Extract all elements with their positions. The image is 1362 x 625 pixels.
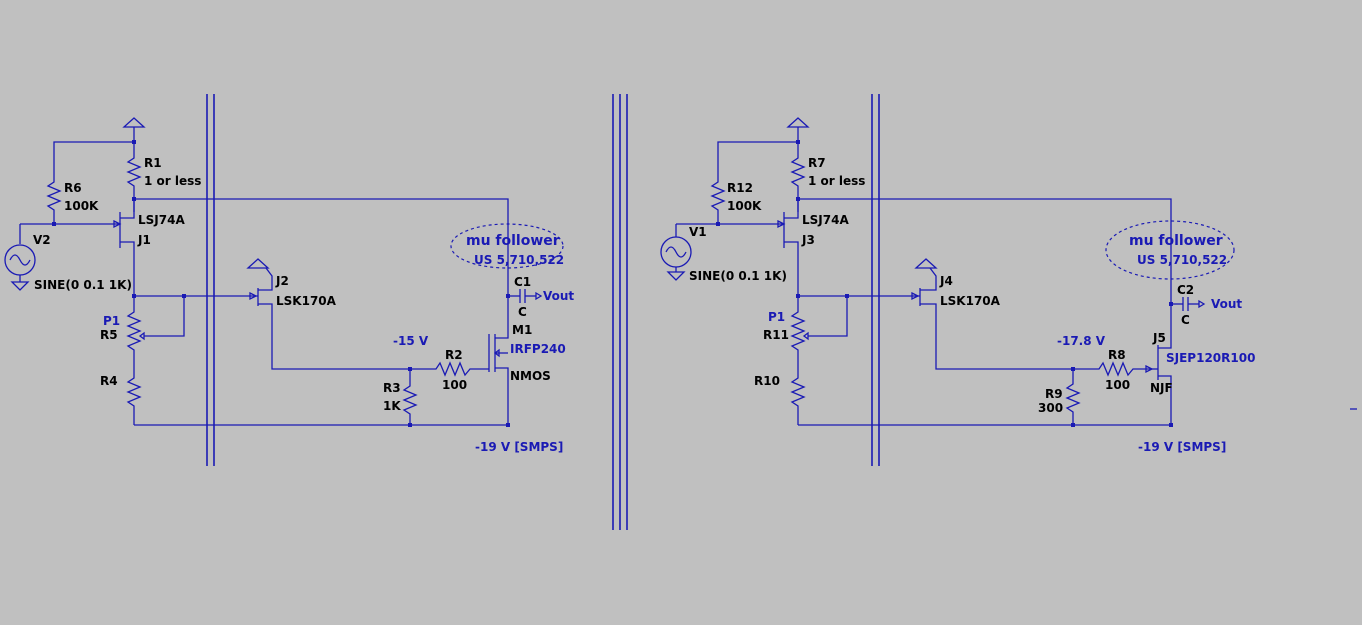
label-v2-value: SINE(0 0.1 1K) (34, 278, 132, 292)
potentiometer-p1 (126, 296, 142, 370)
label-m1: M1 (512, 323, 532, 337)
label-r11: R11 (763, 328, 789, 342)
label-j5-type: NJF (1150, 381, 1173, 395)
potentiometer-p1-right (790, 296, 806, 370)
label-c1-value: C (518, 305, 527, 319)
jfet-j3 (676, 199, 799, 296)
label-supply-left: -19 V [SMPS] (475, 440, 563, 454)
jfet-j2 (246, 258, 410, 370)
resistor-r7 (790, 142, 806, 212)
right-circuit: R7 1 or less R12 100K LSJ74A J3 V1 SINE(… (660, 117, 1255, 454)
mu-follower-callout (450, 223, 564, 269)
label-m1-model: IRFP240 (510, 342, 566, 356)
label-r12: R12 (727, 181, 753, 195)
label-j3: J3 (801, 233, 815, 247)
resistor-r10 (790, 370, 806, 425)
label-j4-model: LSK170A (940, 294, 1001, 308)
label-j5-model: SJEP120R100 (1166, 351, 1255, 365)
label-j2: J2 (275, 274, 289, 288)
label-r8-value: 100 (1105, 378, 1130, 392)
left-circuit: R1 1 or less R6 100K LSJ74A J1 V2 SINE(0… (4, 117, 574, 454)
label-r3: R3 (383, 381, 401, 395)
label-r4: R4 (100, 374, 118, 388)
label-r3-value: 1K (383, 399, 401, 413)
resistor-r2 (410, 361, 489, 377)
resistor-r8 (1073, 361, 1152, 377)
label-j5: J5 (1152, 331, 1166, 345)
label-r9: R9 (1045, 387, 1063, 401)
supply-flag-top-right (786, 117, 810, 142)
label-v1-value: SINE(0 0.1 1K) (689, 269, 787, 283)
resistor-r6 (46, 178, 62, 224)
resistor-r4 (126, 370, 142, 425)
resistor-r12 (710, 178, 726, 224)
voltage-source-v1 (660, 224, 692, 281)
label-r10: R10 (754, 374, 780, 388)
junction-dots-right (716, 140, 1173, 427)
label-r9-value: 300 (1038, 401, 1063, 415)
label-j2-model: LSK170A (276, 294, 337, 308)
label-vout-left: Vout (543, 289, 574, 303)
label-mu-follower-left: mu follower (466, 233, 560, 249)
label-rail-left: -15 V (393, 334, 429, 348)
label-patent-right: US 5,710,522 (1137, 253, 1227, 267)
label-c2: C2 (1177, 283, 1194, 297)
resistor-r1 (126, 142, 142, 212)
label-r2: R2 (445, 348, 463, 362)
resistor-r9 (1065, 369, 1081, 425)
label-r6-value: 100K (64, 199, 99, 213)
label-j4: J4 (939, 274, 953, 288)
label-m1-type: NMOS (510, 369, 551, 383)
label-supply-right: -19 V [SMPS] (1138, 440, 1226, 454)
label-vout-right: Vout (1211, 297, 1242, 311)
jfet-j4 (911, 258, 1073, 370)
label-r8: R8 (1108, 348, 1126, 362)
label-patent-left: US 5,710,522 (474, 253, 564, 267)
mosfet-m1 (488, 312, 509, 425)
supply-flag-top (122, 117, 146, 142)
label-r1: R1 (144, 156, 162, 170)
label-j1: J1 (137, 233, 151, 247)
label-p1-right: P1 (768, 310, 785, 324)
mu-follower-callout-right (1105, 220, 1235, 280)
label-r1-value: 1 or less (144, 174, 201, 188)
label-r2-value: 100 (442, 378, 467, 392)
jfet-j5 (1152, 318, 1172, 425)
label-r7: R7 (808, 156, 826, 170)
label-v2: V2 (33, 233, 51, 247)
label-mu-follower-right: mu follower (1129, 233, 1223, 249)
label-r12-value: 100K (727, 199, 762, 213)
label-r7-value: 1 or less (808, 174, 865, 188)
separator-lines (206, 94, 1357, 530)
resistor-r3 (402, 369, 418, 425)
label-v1: V1 (689, 225, 707, 239)
label-j1-model: LSJ74A (138, 213, 185, 227)
voltage-source-v2 (4, 223, 54, 291)
label-rail-right: -17.8 V (1057, 334, 1106, 348)
label-c1: C1 (514, 275, 531, 289)
label-r6: R6 (64, 181, 82, 195)
label-j3-model: LSJ74A (802, 213, 849, 227)
jfet-j1 (54, 199, 135, 296)
label-p1: P1 (103, 314, 120, 328)
junction-dots (52, 140, 510, 427)
label-c2-value: C (1181, 313, 1190, 327)
label-r5: R5 (100, 328, 118, 342)
